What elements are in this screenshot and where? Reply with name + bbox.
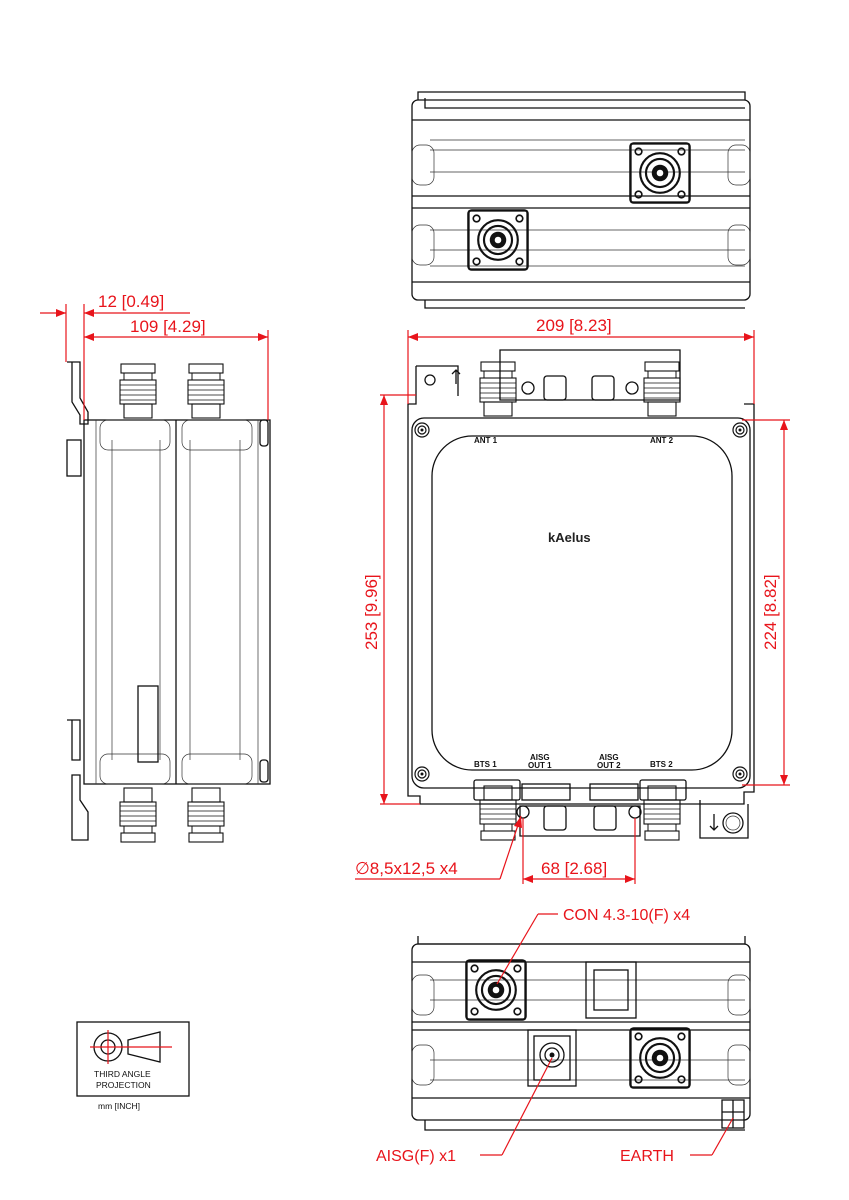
side-view: [66, 361, 271, 843]
dimension-side-depth: 109 [4.29]: [130, 317, 206, 336]
port-label-aisg-out2-bottom: OUT 2: [597, 761, 621, 770]
projection-line2: PROJECTION: [96, 1080, 151, 1090]
port-label-bts2: BTS 2: [650, 760, 673, 769]
port-label-bts1: BTS 1: [474, 760, 497, 769]
projection-units: mm [INCH]: [98, 1101, 140, 1111]
callout-earth: EARTH: [620, 1148, 674, 1165]
callout-connector: CON 4.3-10(F) x4: [563, 907, 690, 924]
front-view: ANT 1 ANT 2 BTS 1 BTS 2 AISG OUT 1 AISG …: [407, 349, 755, 841]
port-label-aisg-out1-bottom: OUT 1: [528, 761, 552, 770]
projection-line1: THIRD ANGLE: [94, 1069, 151, 1079]
port-label-aisg-out2-top: AISG: [599, 753, 619, 762]
dimension-mounting-holes: ∅8,5x12,5 x4: [355, 859, 458, 878]
dimension-front-height: 253 [9.96]: [362, 574, 381, 650]
port-label-ant1: ANT 1: [474, 436, 498, 445]
brand-logo: kAelus: [548, 530, 591, 545]
top-view: [411, 91, 751, 309]
dimension-lines: 12 [0.49] 109 [4.29] 209 [8.23] 253 [9.9…: [40, 292, 790, 1165]
port-label-aisg-out1-top: AISG: [530, 753, 550, 762]
projection-symbol: THIRD ANGLE PROJECTION mm [INCH]: [76, 1021, 190, 1111]
dimension-front-width: 209 [8.23]: [536, 316, 612, 335]
port-label-ant2: ANT 2: [650, 436, 674, 445]
dimension-side-offset: 12 [0.49]: [98, 292, 164, 311]
callout-aisg: AISG(F) x1: [376, 1148, 456, 1165]
dimension-hole-spacing: 68 [2.68]: [541, 859, 607, 878]
bottom-view: [411, 936, 751, 1131]
dimension-mount-height: 224 [8.82]: [761, 574, 780, 650]
